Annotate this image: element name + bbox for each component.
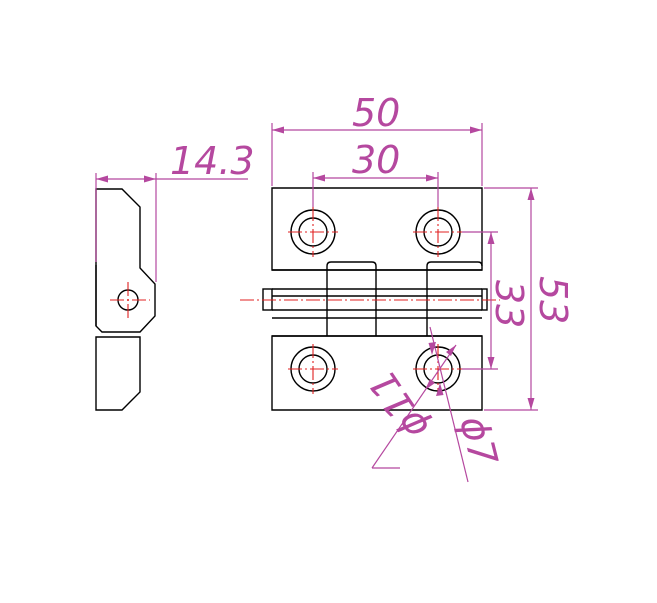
dim-counterbore: ϕ11 bbox=[360, 344, 457, 469]
dim-hole: ϕ7 bbox=[428, 326, 506, 483]
hole-top-right bbox=[413, 207, 463, 257]
side-view-lower-leaf bbox=[95, 336, 141, 411]
front-view bbox=[240, 187, 500, 411]
dim-hole-spacing-y-label: 33 bbox=[487, 280, 531, 328]
upper-leaf bbox=[271, 187, 483, 271]
side-view bbox=[95, 188, 156, 411]
hole-bottom-left bbox=[288, 344, 338, 394]
dim-overall-height: 53 bbox=[484, 187, 575, 411]
knuckle-center bbox=[326, 261, 377, 336]
dim-hole-spacing-y: 33 bbox=[462, 231, 531, 370]
dim-hole-spacing-x: 30 bbox=[312, 138, 439, 207]
hole-bottom-right bbox=[413, 344, 463, 394]
dim-hole-label: ϕ7 bbox=[451, 412, 506, 470]
knuckle-right bbox=[426, 261, 483, 336]
dim-overall-width: 50 bbox=[271, 91, 483, 186]
side-view-upper-leaf bbox=[95, 188, 156, 333]
dim-side-thickness-label: 14.3 bbox=[170, 139, 255, 183]
dim-hole-spacing-x-label: 30 bbox=[352, 138, 400, 182]
dim-side-thickness: 14.3 bbox=[95, 139, 255, 282]
dim-overall-height-label: 53 bbox=[531, 276, 575, 324]
dim-overall-width-label: 50 bbox=[352, 91, 400, 135]
hole-top-left bbox=[288, 207, 338, 257]
